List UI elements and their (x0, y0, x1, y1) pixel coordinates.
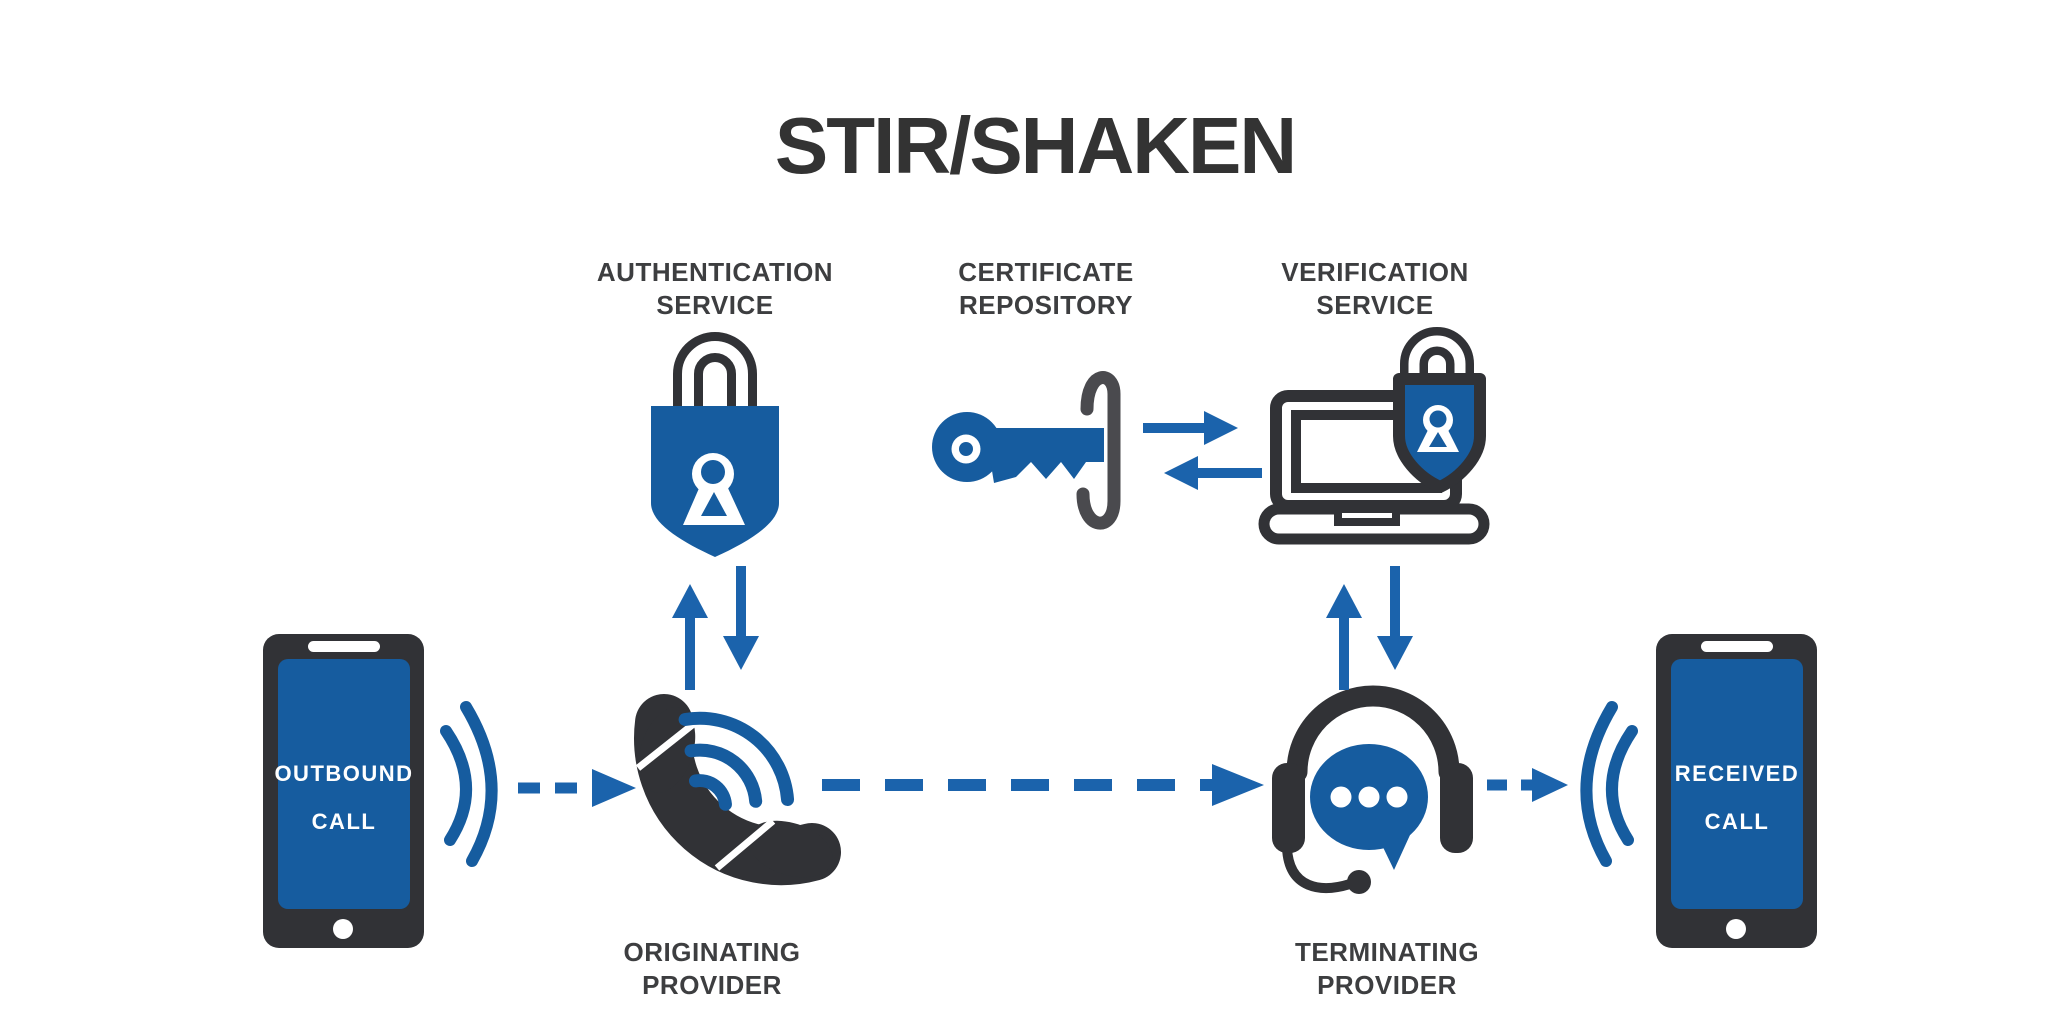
sound-wave-arcs-icon (440, 701, 498, 867)
screen-label-line: OUTBOUND (274, 761, 414, 786)
originating-authentication-arrows (672, 566, 759, 690)
screen-label-line: RECEIVED (1674, 761, 1800, 786)
verification-service-label: VERIFICATION SERVICE (1195, 256, 1555, 322)
label-line: PROVIDER (642, 970, 782, 1000)
laptop-with-shield-lock-icon (1258, 327, 1490, 545)
key-icon (932, 371, 1121, 530)
label-line: PROVIDER (1317, 970, 1457, 1000)
originating-to-terminating-arrow (822, 764, 1264, 806)
received-smartphone-icon (1656, 634, 1817, 948)
headset-chat-bubble-icon (1272, 685, 1473, 894)
received-call-screen-label: RECEIVED CALL (1587, 750, 1887, 846)
screen-label-line: CALL (1704, 809, 1770, 834)
label-line: SERVICE (656, 290, 774, 320)
label-line: ORIGINATING (623, 937, 801, 967)
screen-label-line: CALL (311, 809, 377, 834)
label-line: VERIFICATION (1281, 257, 1469, 287)
padlock-shield-icon (651, 332, 779, 557)
label-line: AUTHENTICATION (596, 257, 834, 287)
label-line: SERVICE (1316, 290, 1434, 320)
label-line: REPOSITORY (958, 290, 1134, 320)
certificate-slot-hook (1076, 371, 1121, 530)
outbound-to-originating-arrow (518, 769, 636, 807)
label-line: CERTIFICATE (958, 257, 1134, 287)
certificate-verification-arrows (1143, 411, 1262, 490)
phone-handset-signal-icon (634, 694, 841, 886)
sound-wave-arcs-icon (1580, 701, 1638, 867)
signal-waves (678, 711, 795, 811)
diagram-title: STIR/SHAKEN (774, 101, 1297, 190)
authentication-service-label: AUTHENTICATION SERVICE (535, 256, 895, 322)
label-line: TERMINATING (1294, 937, 1480, 967)
verification-terminating-arrows (1326, 566, 1413, 690)
terminating-to-received-arrow (1487, 768, 1568, 802)
terminating-provider-label: TERMINATING PROVIDER (1207, 936, 1567, 1002)
originating-provider-label: ORIGINATING PROVIDER (532, 936, 892, 1002)
certificate-repository-label: CERTIFICATE REPOSITORY (866, 256, 1226, 322)
outbound-smartphone-icon (263, 634, 424, 948)
outbound-call-screen-label: OUTBOUND CALL (194, 750, 494, 846)
key-shaft (985, 428, 1104, 483)
